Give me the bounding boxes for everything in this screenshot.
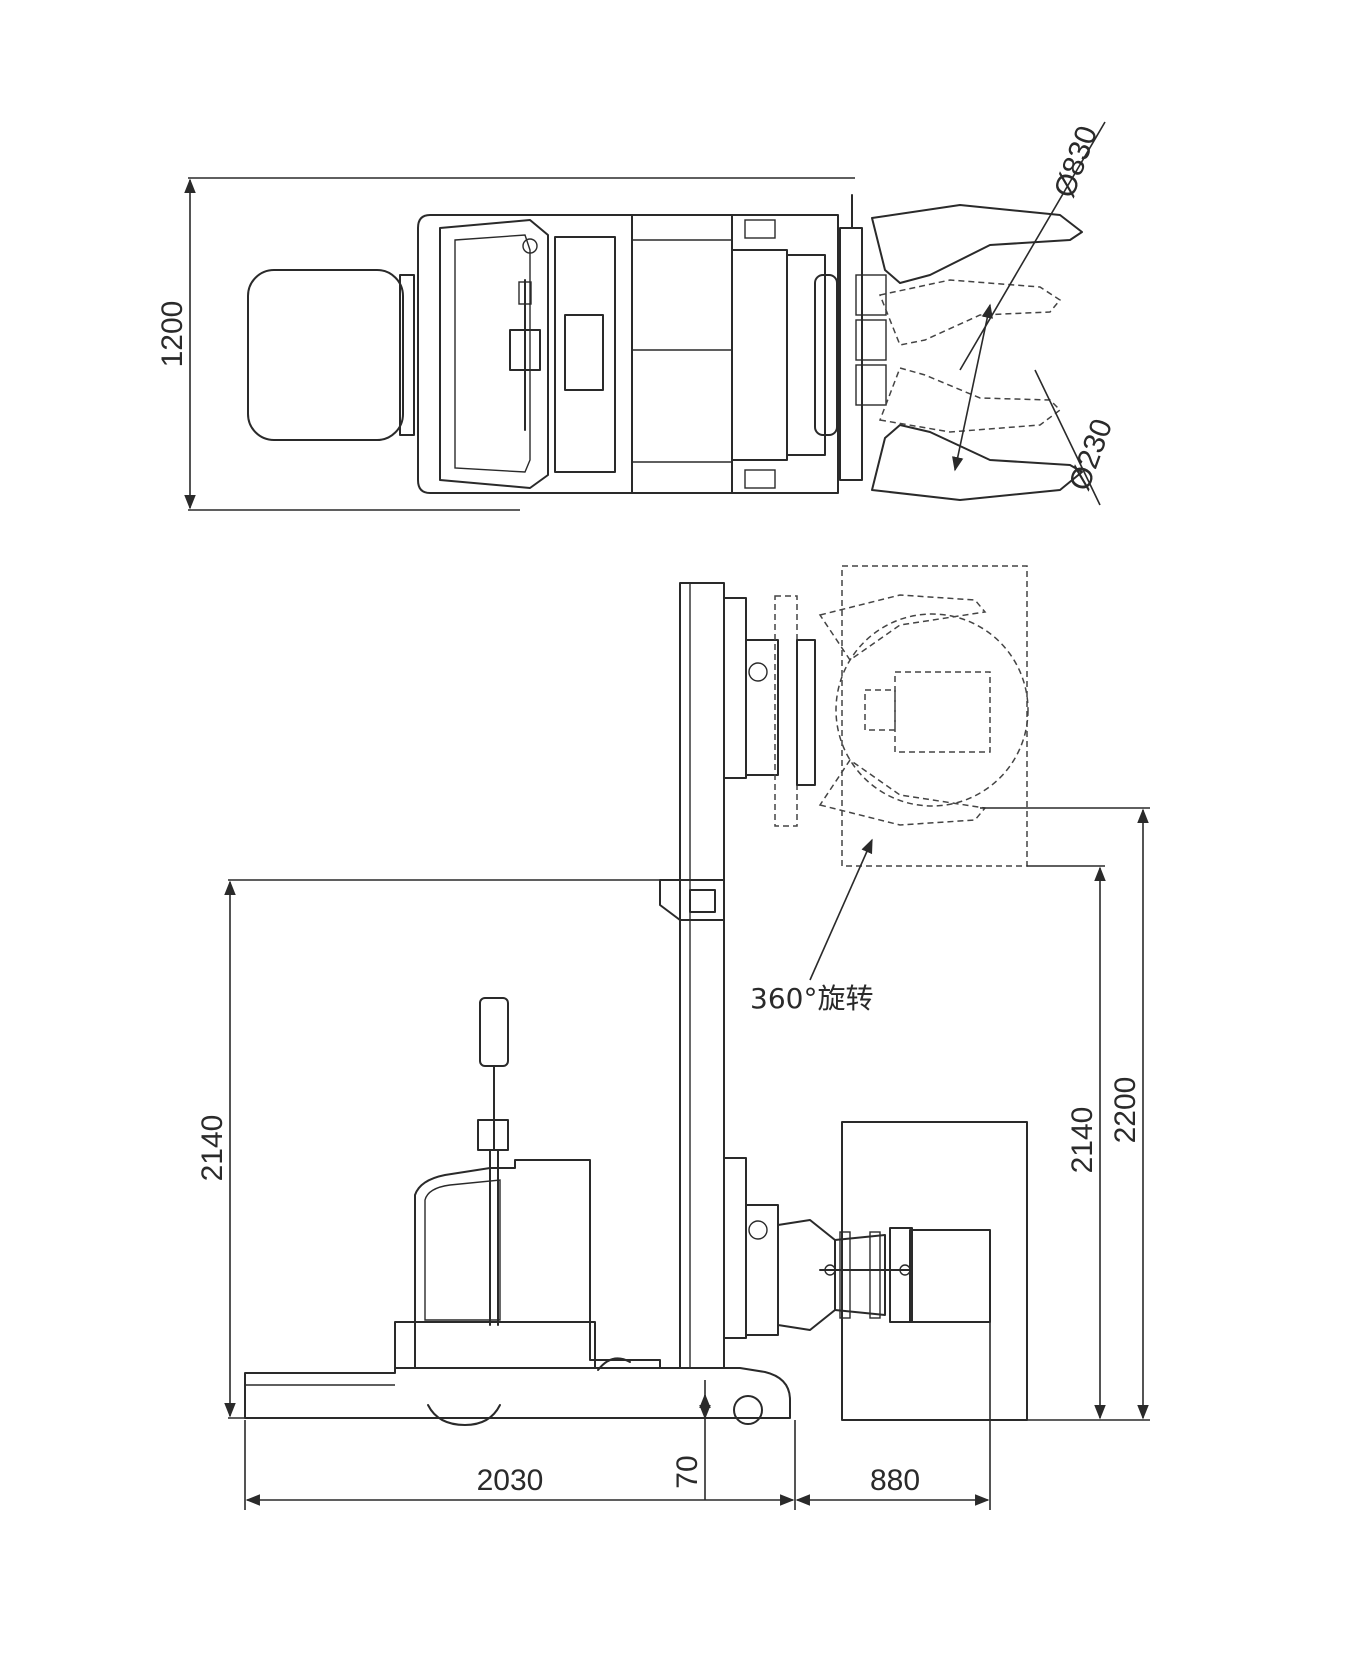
mast-top bbox=[731, 249, 788, 461]
control-console bbox=[439, 219, 549, 489]
fork-base bbox=[394, 1321, 596, 1369]
load-block bbox=[909, 1229, 991, 1323]
left-height-label: 2140 bbox=[196, 1115, 229, 1182]
mast bbox=[679, 582, 725, 1369]
rotator-plate bbox=[839, 227, 863, 481]
operator-seat bbox=[247, 269, 404, 441]
key-switch-icon bbox=[522, 238, 538, 254]
side-view bbox=[224, 565, 1150, 1510]
screen bbox=[564, 314, 604, 391]
diameter-230-label: Ø230 bbox=[1063, 415, 1119, 495]
truck-body bbox=[414, 1159, 661, 1369]
length-label: 2030 bbox=[477, 1464, 544, 1497]
tiller-grip bbox=[479, 997, 509, 1067]
diameter-830-label: Ø830 bbox=[1048, 122, 1104, 202]
clamp-arm-closed-upper bbox=[878, 279, 1062, 346]
tiller-head bbox=[477, 1119, 509, 1151]
chassis-body bbox=[417, 214, 839, 494]
rotation-note: 360°旋转 bbox=[750, 982, 873, 1015]
width-dimension-line bbox=[184, 177, 855, 511]
max-height-label: 2200 bbox=[1109, 1077, 1142, 1144]
clamp-arm-upper bbox=[871, 204, 1083, 284]
seat-bracket bbox=[399, 274, 415, 436]
width-label: 1200 bbox=[156, 301, 189, 368]
load-length-label: 880 bbox=[870, 1464, 920, 1497]
clamp-arm-lower bbox=[871, 424, 1083, 501]
rotation-envelope bbox=[841, 565, 1028, 867]
diameter-230-leader bbox=[1034, 369, 1101, 506]
top-view: 1200 bbox=[156, 121, 1106, 511]
display-panel bbox=[554, 236, 616, 473]
battery-compartment bbox=[631, 214, 733, 494]
clearance-label: 70 bbox=[671, 1455, 704, 1488]
carriage-upper bbox=[745, 639, 779, 776]
right-height-label: 2140 bbox=[1066, 1107, 1099, 1174]
rotation-circle bbox=[835, 613, 1029, 807]
chassis-base bbox=[244, 1367, 791, 1419]
upper-rotator-bracket bbox=[659, 879, 725, 921]
rotation-leader bbox=[809, 838, 873, 981]
drive-wheel bbox=[733, 1395, 763, 1425]
